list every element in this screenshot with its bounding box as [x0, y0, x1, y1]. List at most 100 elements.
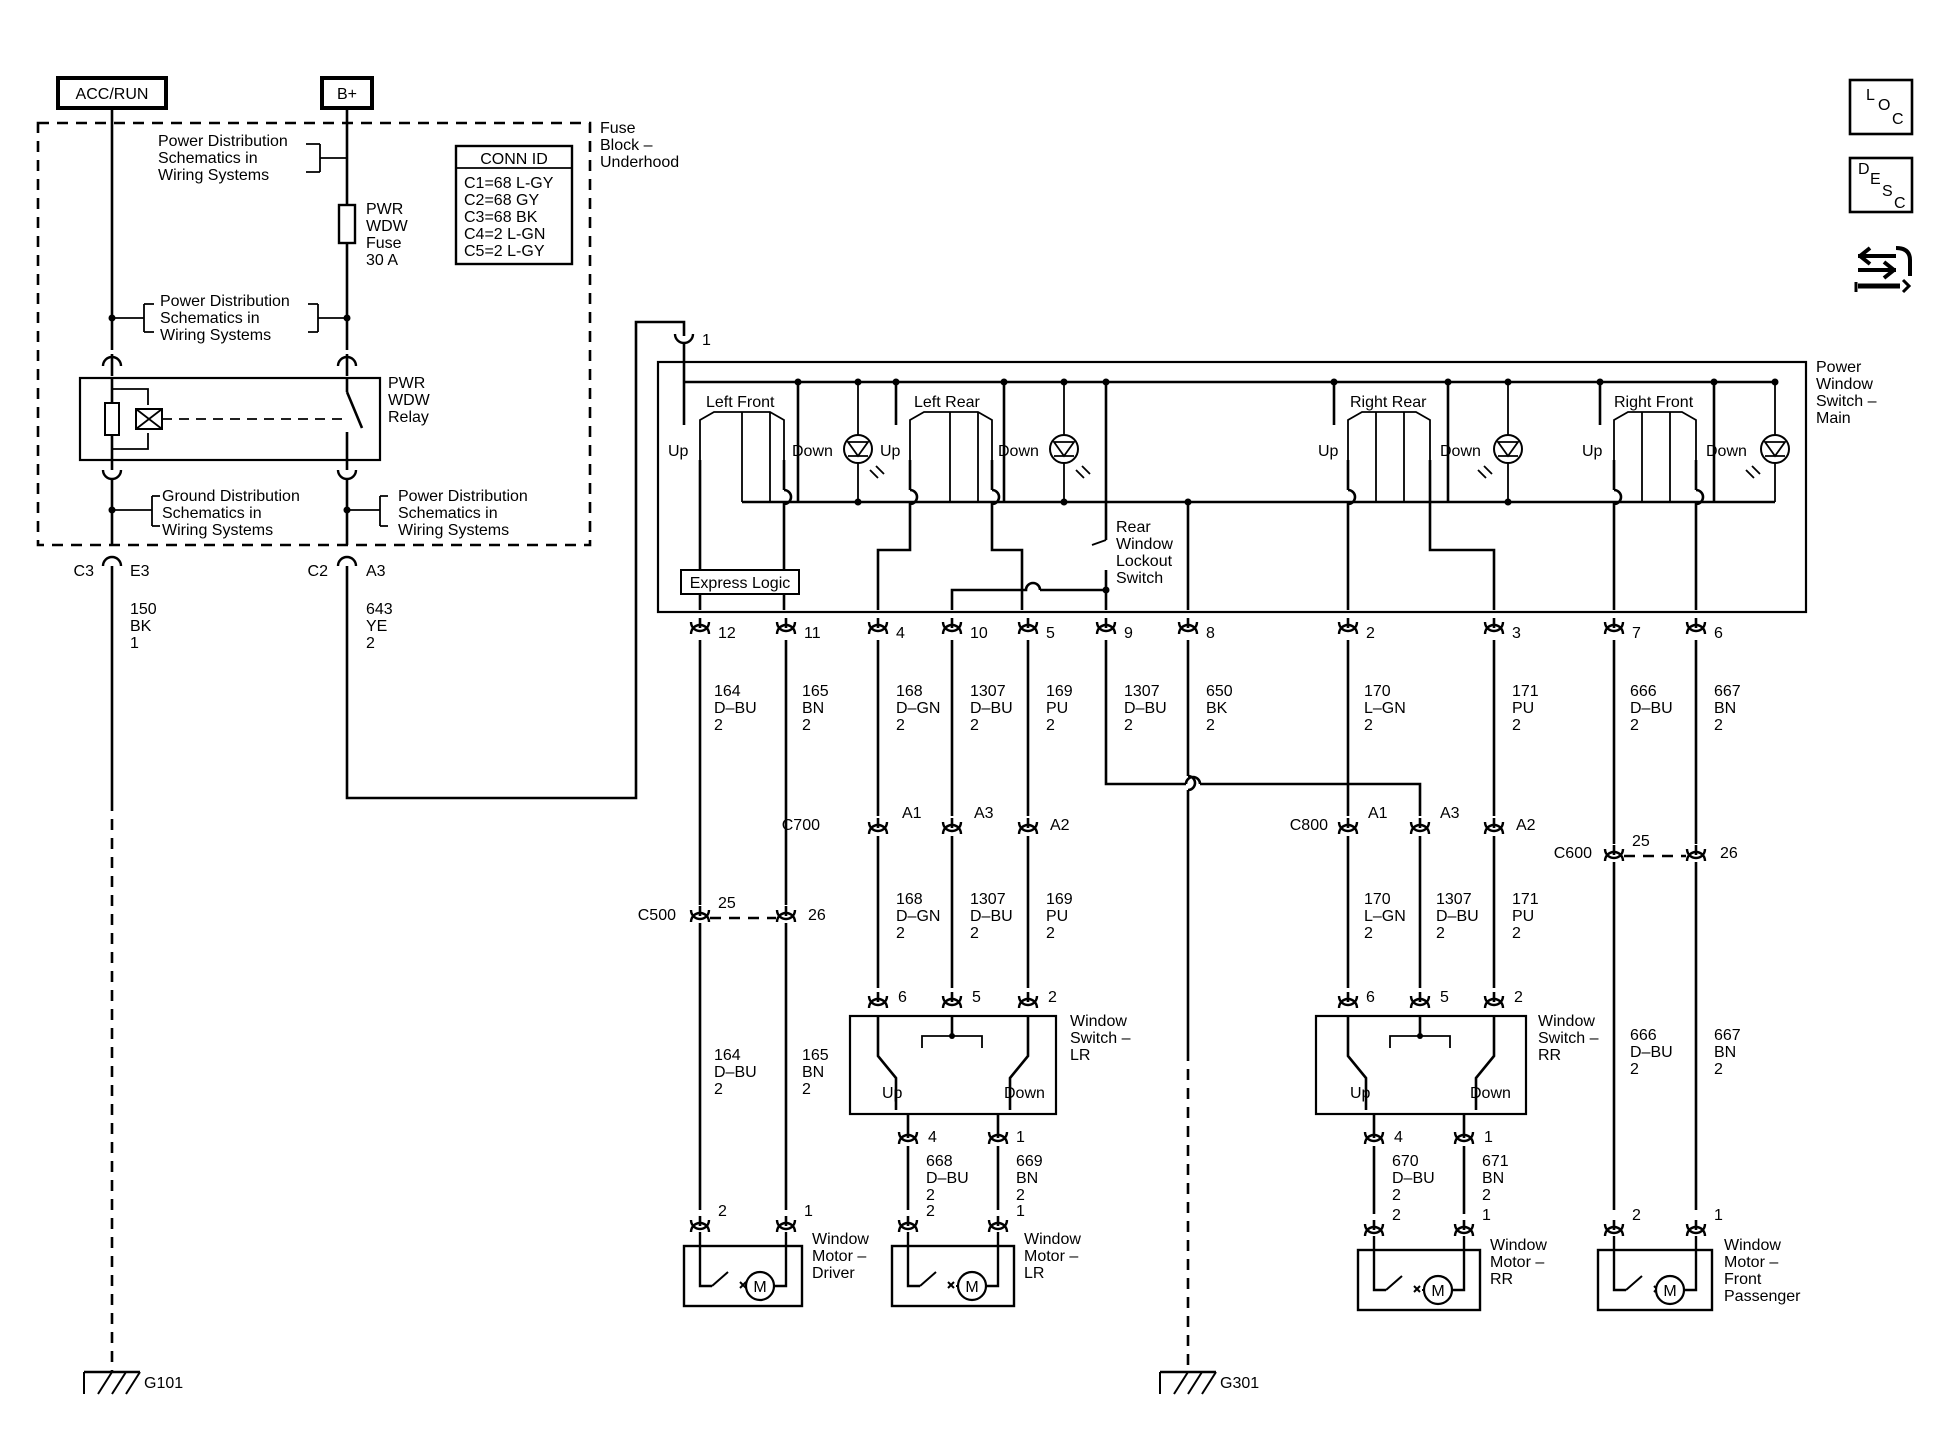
wire-666-top: 666 [1630, 683, 1657, 700]
main-switch-title-4: Main [1816, 410, 1851, 427]
w150-3: 1 [130, 635, 139, 652]
location-view-button[interactable]: L O C [1848, 78, 1914, 136]
wire-171-mid: PU [1512, 908, 1534, 925]
conn-id-row-4: C4=2 L-GN [464, 226, 545, 243]
wire-1307a-top: D–BU [970, 700, 1013, 717]
svg-text:S: S [1882, 183, 1893, 200]
relay-label-1: PWR [388, 375, 425, 392]
wire-1307a-mid: 2 [970, 925, 979, 942]
description-view-button[interactable]: D E S C [1848, 156, 1914, 214]
pwr-wdw-fuse [337, 203, 357, 245]
fuse-label-2: WDW [366, 218, 409, 235]
wire-168-top: 168 [896, 683, 923, 700]
c3-label: C3 [74, 563, 95, 580]
fuse-label-3: Fuse [366, 235, 402, 252]
wire-170-mid: L–GN [1364, 908, 1406, 925]
fuse-label-4: 30 A [366, 252, 398, 269]
main-switch-pin-connector [1603, 618, 1625, 635]
fp-motor-title-4: Passenger [1724, 1288, 1801, 1305]
wire-169-mid: 2 [1046, 925, 1055, 942]
pd-schem-1-line2: Schematics in [158, 150, 258, 167]
rr-pin4: 4 [1394, 1129, 1403, 1146]
inline-connector [689, 906, 711, 923]
main-switch-pin-connector [1095, 618, 1117, 635]
wire-669: 2 [1016, 1187, 1025, 1204]
w150-1: 150 [130, 601, 157, 618]
pd-schem-2-line3: Wiring Systems [160, 327, 271, 344]
desc-icon: D E S C [1858, 161, 1906, 212]
wire-1307a-mid: 1307 [970, 891, 1006, 908]
c800-label: C800 [1290, 817, 1328, 834]
motor-connector [1603, 1220, 1625, 1237]
driver-motor-title-3: Driver [812, 1265, 855, 1282]
wire-164-top: 2 [714, 717, 723, 734]
wire-169-top: 2 [1046, 717, 1055, 734]
loc-icon: L O C [1866, 87, 1904, 128]
fuse-block-underhood: Fuse Block – Underhood PWR WDW Fuse 30 A… [36, 108, 679, 547]
ground-schem-line1: Ground Distribution [162, 488, 300, 505]
w643-2: YE [366, 618, 387, 635]
motor-connector [987, 1216, 1009, 1233]
rr-pin5: 5 [1440, 989, 1449, 1006]
e3-label: E3 [130, 563, 150, 580]
acc-run-supply: ACC/RUN [56, 76, 168, 110]
inline-connector [775, 906, 797, 923]
wire-670: D–BU [1392, 1170, 1435, 1187]
c500-label: C500 [638, 907, 676, 924]
main-switch-pin-label: 6 [1714, 625, 1723, 642]
power-window-switch-main: Power Window Switch – Main 1 Left Front … [656, 332, 1877, 614]
wire-165-mid: BN [802, 1064, 824, 1081]
inline-connector [1603, 845, 1625, 862]
conn-id-row-3: C3=68 BK [464, 209, 538, 226]
pin-1-label: 1 [702, 332, 711, 349]
express-logic-label: Express Logic [690, 575, 791, 592]
inline-connector [1017, 818, 1039, 835]
rr-label: Right Rear [1350, 394, 1427, 411]
wire-168-mid: 168 [896, 891, 923, 908]
motor-connector [897, 1216, 919, 1233]
w643-1: 643 [366, 601, 393, 618]
inline-connector [1337, 818, 1359, 835]
wire-668: 2 [926, 1187, 935, 1204]
rr-pin6: 6 [1366, 989, 1375, 1006]
wire-170-top: 2 [1364, 717, 1373, 734]
main-switch-pin-connector [1483, 618, 1505, 635]
wire-165-top: 2 [802, 717, 811, 734]
wire-668: D–BU [926, 1170, 969, 1187]
door-switch-connector [1453, 1128, 1475, 1145]
svg-text:C: C [1894, 195, 1906, 212]
c2-label: C2 [308, 563, 329, 580]
main-switch-pin-label: 10 [970, 625, 988, 642]
rr-switch-title-3: RR [1538, 1047, 1561, 1064]
lr-switch-title-3: LR [1070, 1047, 1090, 1064]
lf-label: Left Front [706, 394, 775, 411]
door-switch-connector [941, 992, 963, 1009]
lr-switch-down: Down [1004, 1085, 1045, 1102]
rr-pin2: 2 [1514, 989, 1523, 1006]
wire-164-top: D–BU [714, 700, 757, 717]
c800-a2: A2 [1516, 817, 1536, 834]
motor-connector [1363, 1220, 1385, 1237]
rr-up-label: Up [1318, 443, 1339, 460]
door-switch-connector [1483, 992, 1505, 1009]
wire-labels: 164D–BU2165BN2168D–GN21307D–BU2169PU2130… [714, 683, 1741, 1204]
wire-164-mid: 164 [714, 1047, 741, 1064]
conn-id-row-1: C1=68 L-GY [464, 175, 554, 192]
inline-connectors: C700 A1 A3 A2 C800 A1 A3 A2 C500 25 26 C… [638, 805, 1738, 924]
lr-pin6: 6 [898, 989, 907, 1006]
wire-1307a-top: 2 [970, 717, 979, 734]
lockout-label-1: Rear [1116, 519, 1151, 536]
rr-motor-title-3: RR [1490, 1271, 1513, 1288]
related-procedures-button[interactable] [1854, 246, 1912, 294]
c600-p25: 25 [1632, 833, 1650, 850]
svg-text:C: C [1892, 111, 1904, 128]
inline-connector [1409, 818, 1431, 835]
pd-schem-2-line1: Power Distribution [160, 293, 290, 310]
c700-a3: A3 [974, 805, 994, 822]
c700-a2: A2 [1050, 817, 1070, 834]
rf-label: Right Front [1614, 394, 1694, 411]
svg-text:E: E [1870, 171, 1881, 188]
lr-up-label: Up [880, 443, 901, 460]
